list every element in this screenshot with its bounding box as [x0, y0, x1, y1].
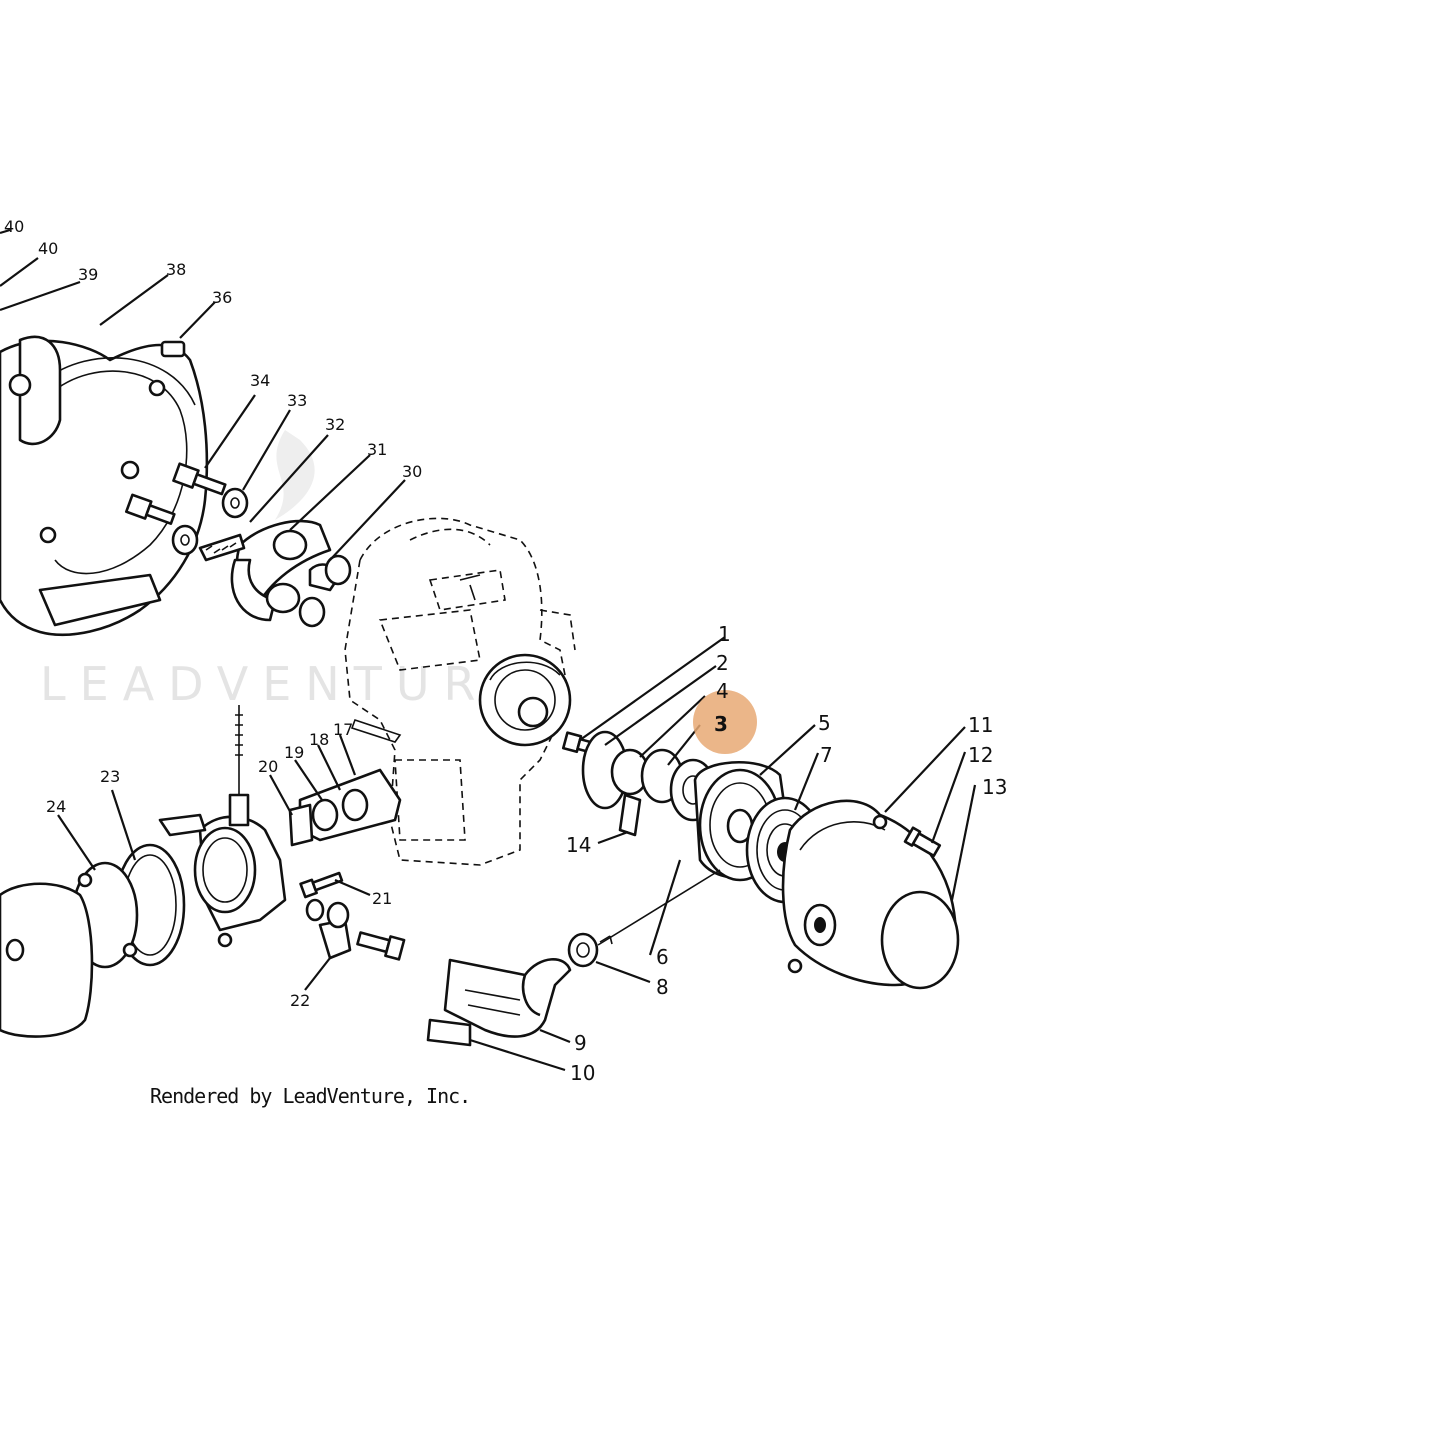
- callout-40-top[interactable]: 40: [4, 217, 24, 236]
- callout-1[interactable]: 1: [718, 622, 731, 646]
- watermark: LEADVENTURE: [40, 430, 533, 711]
- callout-34[interactable]: 34: [250, 371, 270, 390]
- recoil-starter: [426, 730, 960, 1047]
- callout-32[interactable]: 32: [325, 415, 345, 434]
- callout-labels: 40 40 39 38 36 34 33 32 31 30 1 2 4 3 5 …: [4, 217, 1007, 1085]
- fan-housing: [0, 335, 209, 636]
- rendered-by-credit: Rendered by LeadVenture, Inc.: [150, 1084, 471, 1108]
- leader-lines: [0, 228, 977, 1072]
- clutch-shoes: [198, 519, 352, 628]
- svg-text:LEADVENTURE: LEADVENTURE: [40, 657, 533, 711]
- callout-10[interactable]: 10: [570, 1061, 595, 1085]
- callout-39[interactable]: 39: [78, 265, 98, 284]
- callout-7[interactable]: 7: [820, 743, 833, 767]
- callout-4[interactable]: 4: [716, 679, 729, 703]
- callout-33[interactable]: 33: [287, 391, 307, 410]
- callout-11[interactable]: 11: [968, 713, 993, 737]
- callout-2[interactable]: 2: [716, 651, 729, 675]
- callout-22[interactable]: 22: [290, 991, 310, 1010]
- callout-31[interactable]: 31: [367, 440, 387, 459]
- intake-assembly: [0, 705, 406, 1038]
- callout-8[interactable]: 8: [656, 975, 669, 999]
- callout-14[interactable]: 14: [566, 833, 591, 857]
- callout-13[interactable]: 13: [982, 775, 1007, 799]
- callout-3[interactable]: 3: [714, 712, 728, 736]
- screws-and-washers: [124, 462, 249, 556]
- callout-21[interactable]: 21: [372, 889, 392, 908]
- callout-19[interactable]: 19: [284, 743, 304, 762]
- callout-18[interactable]: 18: [309, 730, 329, 749]
- callout-38[interactable]: 38: [166, 260, 186, 279]
- callout-24[interactable]: 24: [46, 797, 66, 816]
- callout-9[interactable]: 9: [574, 1031, 587, 1055]
- crankcase-outline: [344, 517, 576, 866]
- callout-12[interactable]: 12: [968, 743, 993, 767]
- callout-36[interactable]: 36: [212, 288, 232, 307]
- callout-5[interactable]: 5: [818, 711, 831, 735]
- callout-20[interactable]: 20: [258, 757, 278, 776]
- callout-40[interactable]: 40: [38, 239, 58, 258]
- callout-6[interactable]: 6: [656, 945, 669, 969]
- callout-17[interactable]: 17: [333, 720, 353, 739]
- highlight-hotspot-3[interactable]: [693, 690, 757, 754]
- callout-23[interactable]: 23: [100, 767, 120, 786]
- callout-30[interactable]: 30: [402, 462, 422, 481]
